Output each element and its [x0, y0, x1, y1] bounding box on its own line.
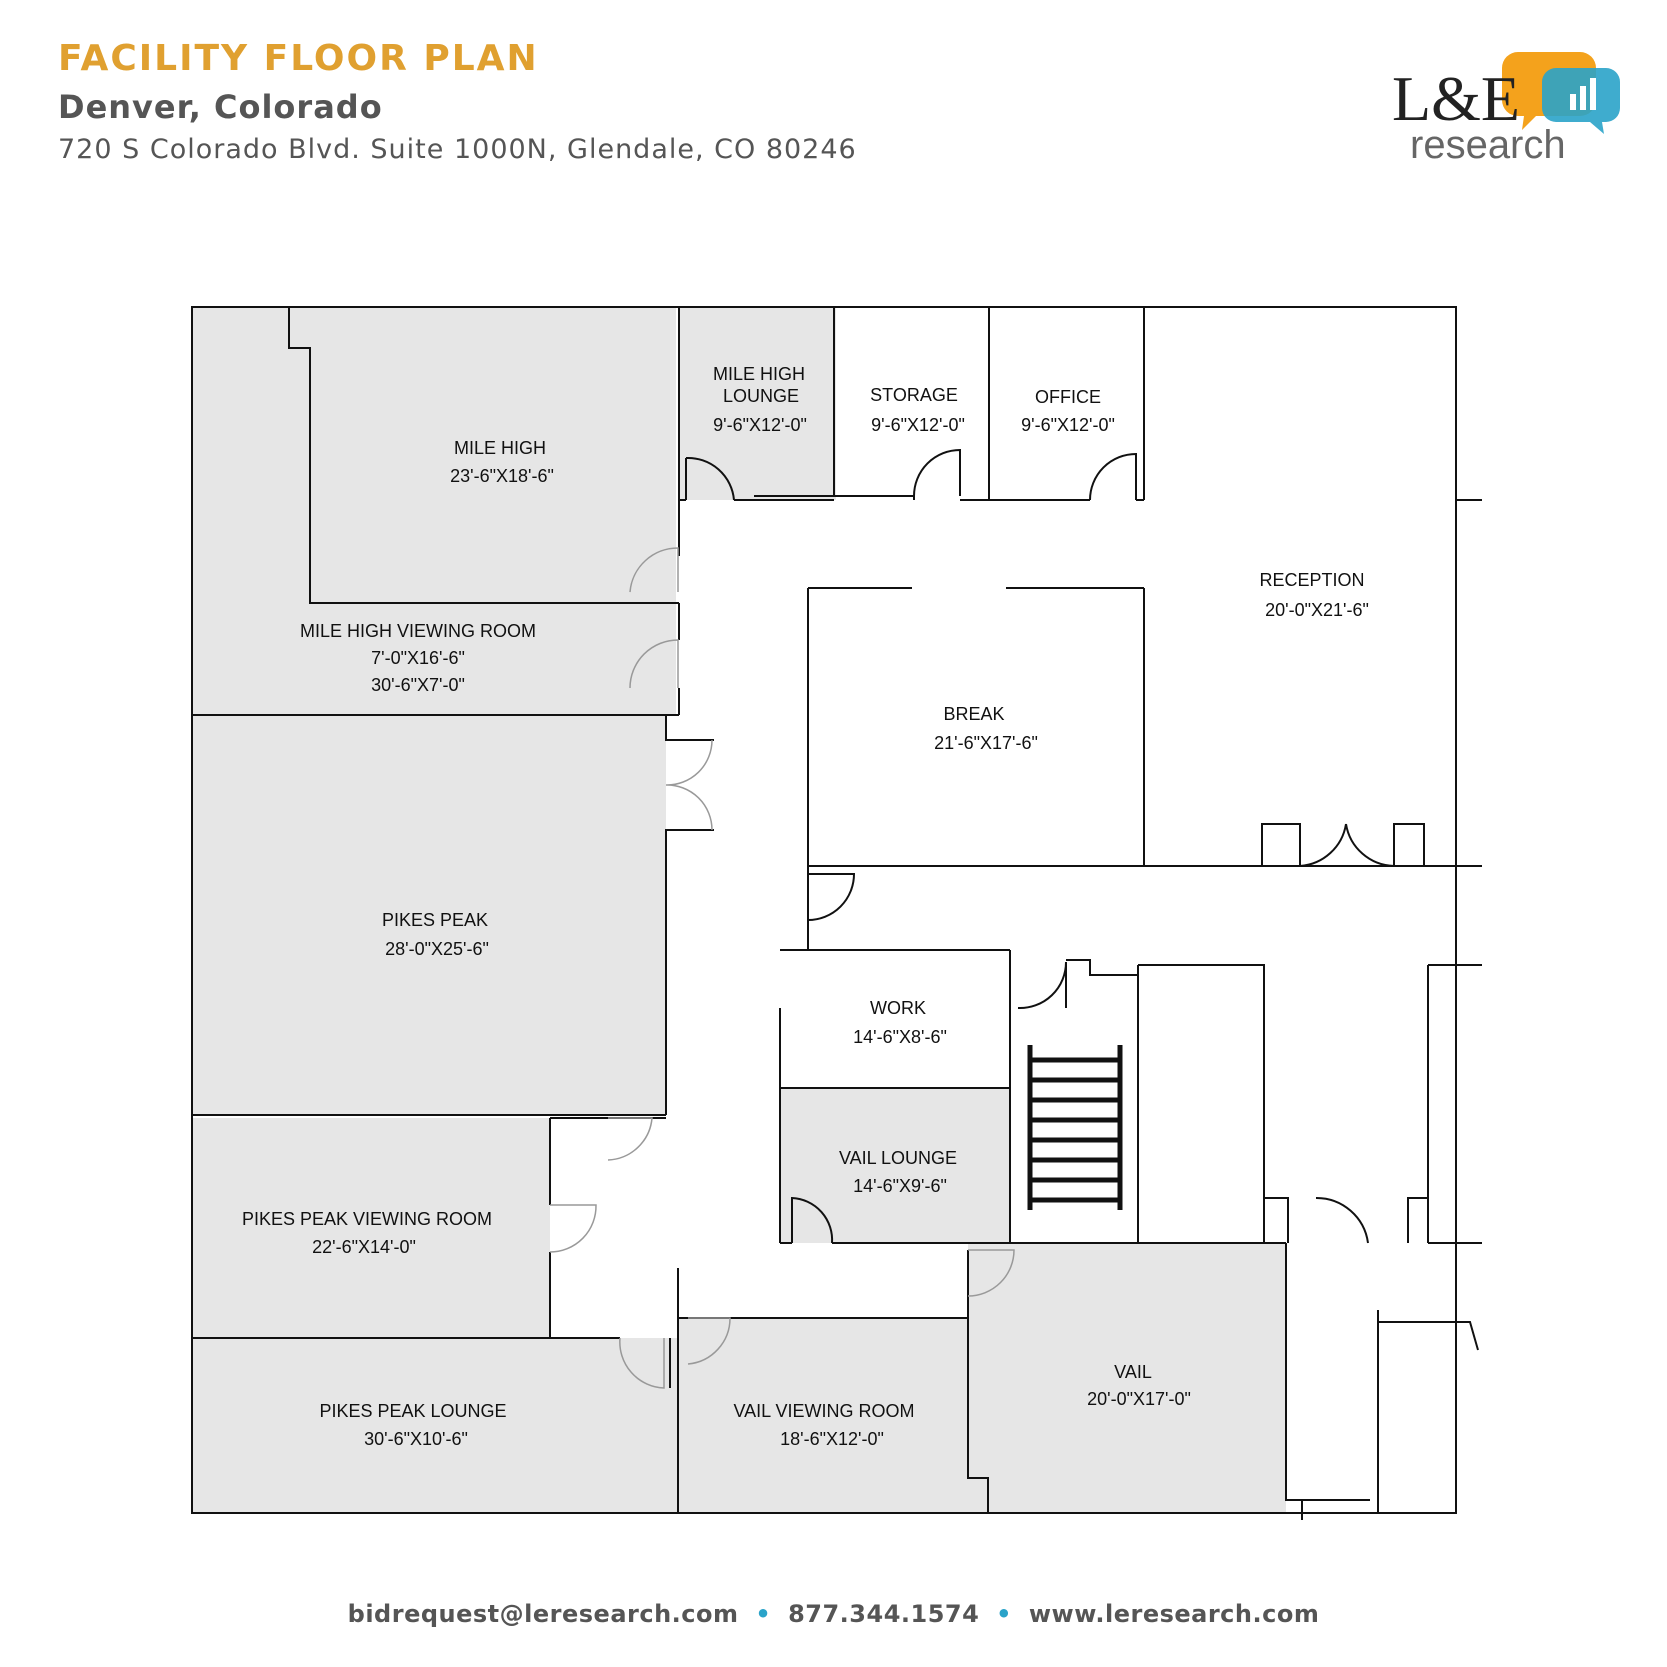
svg-text:30'-6"X7'-0": 30'-6"X7'-0" [371, 675, 465, 695]
room-pikes-peak-viewing: PIKES PEAK VIEWING ROOM 22'-6"X14'-0" [242, 1209, 492, 1257]
svg-text:VAIL: VAIL [1114, 1362, 1152, 1382]
svg-text:28'-0"X25'-6": 28'-0"X25'-6" [385, 939, 489, 959]
svg-text:VAIL LOUNGE: VAIL LOUNGE [839, 1148, 957, 1168]
page-title: FACILITY FLOOR PLAN [58, 38, 539, 79]
company-logo: L&E research [1392, 52, 1620, 160]
footer-phone-link[interactable]: 877.344.1574 [788, 1600, 980, 1628]
room-break: BREAK 21'-6"X17'-6" [934, 704, 1038, 753]
room-pikes-peak-lounge: PIKES PEAK LOUNGE 30'-6"X10'-6" [319, 1401, 506, 1449]
svg-text:MILE HIGH VIEWING ROOM: MILE HIGH VIEWING ROOM [300, 621, 536, 641]
footer-separator: • [996, 1600, 1013, 1628]
page-subtitle: Denver, Colorado [58, 88, 383, 126]
svg-text:30'-6"X10'-6": 30'-6"X10'-6" [364, 1429, 468, 1449]
speech-bubble-chart-icon [1502, 52, 1620, 134]
room-pikes-peak: PIKES PEAK 28'-0"X25'-6" [382, 910, 489, 959]
logo-text-sub: research [1410, 123, 1566, 160]
room-labels: MILE HIGH 23'-6"X18'-6" MILE HIGH LOUNGE… [242, 364, 1369, 1449]
svg-text:PIKES PEAK: PIKES PEAK [382, 910, 488, 930]
room-mile-high-lounge: MILE HIGH LOUNGE 9'-6"X12'-0" [713, 364, 807, 435]
svg-text:21'-6"X17'-6": 21'-6"X17'-6" [934, 733, 1038, 753]
svg-text:PIKES PEAK LOUNGE: PIKES PEAK LOUNGE [319, 1401, 506, 1421]
footer-contact: bidrequest@leresearch.com • 877.344.1574… [0, 1600, 1667, 1628]
room-office: OFFICE 9'-6"X12'-0" [1021, 387, 1115, 435]
svg-text:7'-0"X16'-6": 7'-0"X16'-6" [371, 648, 465, 668]
svg-text:LOUNGE: LOUNGE [723, 386, 799, 406]
svg-text:14'-6"X8'-6": 14'-6"X8'-6" [853, 1027, 947, 1047]
doors-light [549, 547, 1015, 1389]
svg-text:22'-6"X14'-0": 22'-6"X14'-0" [312, 1237, 416, 1257]
svg-text:9'-6"X12'-0": 9'-6"X12'-0" [713, 415, 807, 435]
svg-text:9'-6"X12'-0": 9'-6"X12'-0" [871, 415, 965, 435]
svg-text:RECEPTION: RECEPTION [1259, 570, 1364, 590]
room-mile-high: MILE HIGH 23'-6"X18'-6" [450, 438, 554, 486]
room-fills [192, 307, 1286, 1513]
walls [191, 306, 1482, 1520]
room-vail: VAIL 20'-0"X17'-0" [1087, 1362, 1191, 1409]
svg-text:PIKES PEAK VIEWING ROOM: PIKES PEAK VIEWING ROOM [242, 1209, 492, 1229]
doors-dark [685, 448, 1395, 1244]
footer-website-link[interactable]: www.leresearch.com [1028, 1600, 1320, 1628]
svg-text:18'-6"X12'-0": 18'-6"X12'-0" [780, 1429, 884, 1449]
footer-separator: • [755, 1600, 772, 1628]
room-reception: RECEPTION 20'-0"X21'-6" [1259, 570, 1368, 620]
logo-text-main: L&E [1392, 63, 1520, 134]
facility-address: 720 S Colorado Blvd. Suite 1000N, Glenda… [58, 134, 857, 165]
svg-text:VAIL VIEWING ROOM: VAIL VIEWING ROOM [733, 1401, 914, 1421]
svg-text:9'-6"X12'-0": 9'-6"X12'-0" [1021, 415, 1115, 435]
room-vail-viewing: VAIL VIEWING ROOM 18'-6"X12'-0" [733, 1401, 914, 1449]
svg-text:MILE HIGH: MILE HIGH [454, 438, 546, 458]
svg-text:20'-0"X21'-6": 20'-0"X21'-6" [1265, 600, 1369, 620]
footer-email-link[interactable]: bidrequest@leresearch.com [347, 1600, 739, 1628]
svg-text:WORK: WORK [870, 998, 926, 1018]
svg-text:OFFICE: OFFICE [1035, 387, 1101, 407]
svg-text:MILE HIGH: MILE HIGH [713, 364, 805, 384]
svg-text:BREAK: BREAK [943, 704, 1004, 724]
room-storage: STORAGE 9'-6"X12'-0" [870, 385, 965, 435]
svg-text:14'-6"X9'-6": 14'-6"X9'-6" [853, 1176, 947, 1196]
room-vail-lounge: VAIL LOUNGE 14'-6"X9'-6" [839, 1148, 957, 1196]
svg-text:STORAGE: STORAGE [870, 385, 958, 405]
svg-text:20'-0"X17'-0": 20'-0"X17'-0" [1087, 1389, 1191, 1409]
stairs [1027, 1045, 1123, 1210]
svg-text:23'-6"X18'-6": 23'-6"X18'-6" [450, 466, 554, 486]
room-mile-high-viewing: MILE HIGH VIEWING ROOM 7'-0"X16'-6" 30'-… [300, 621, 536, 695]
room-work: WORK 14'-6"X8'-6" [853, 998, 947, 1047]
